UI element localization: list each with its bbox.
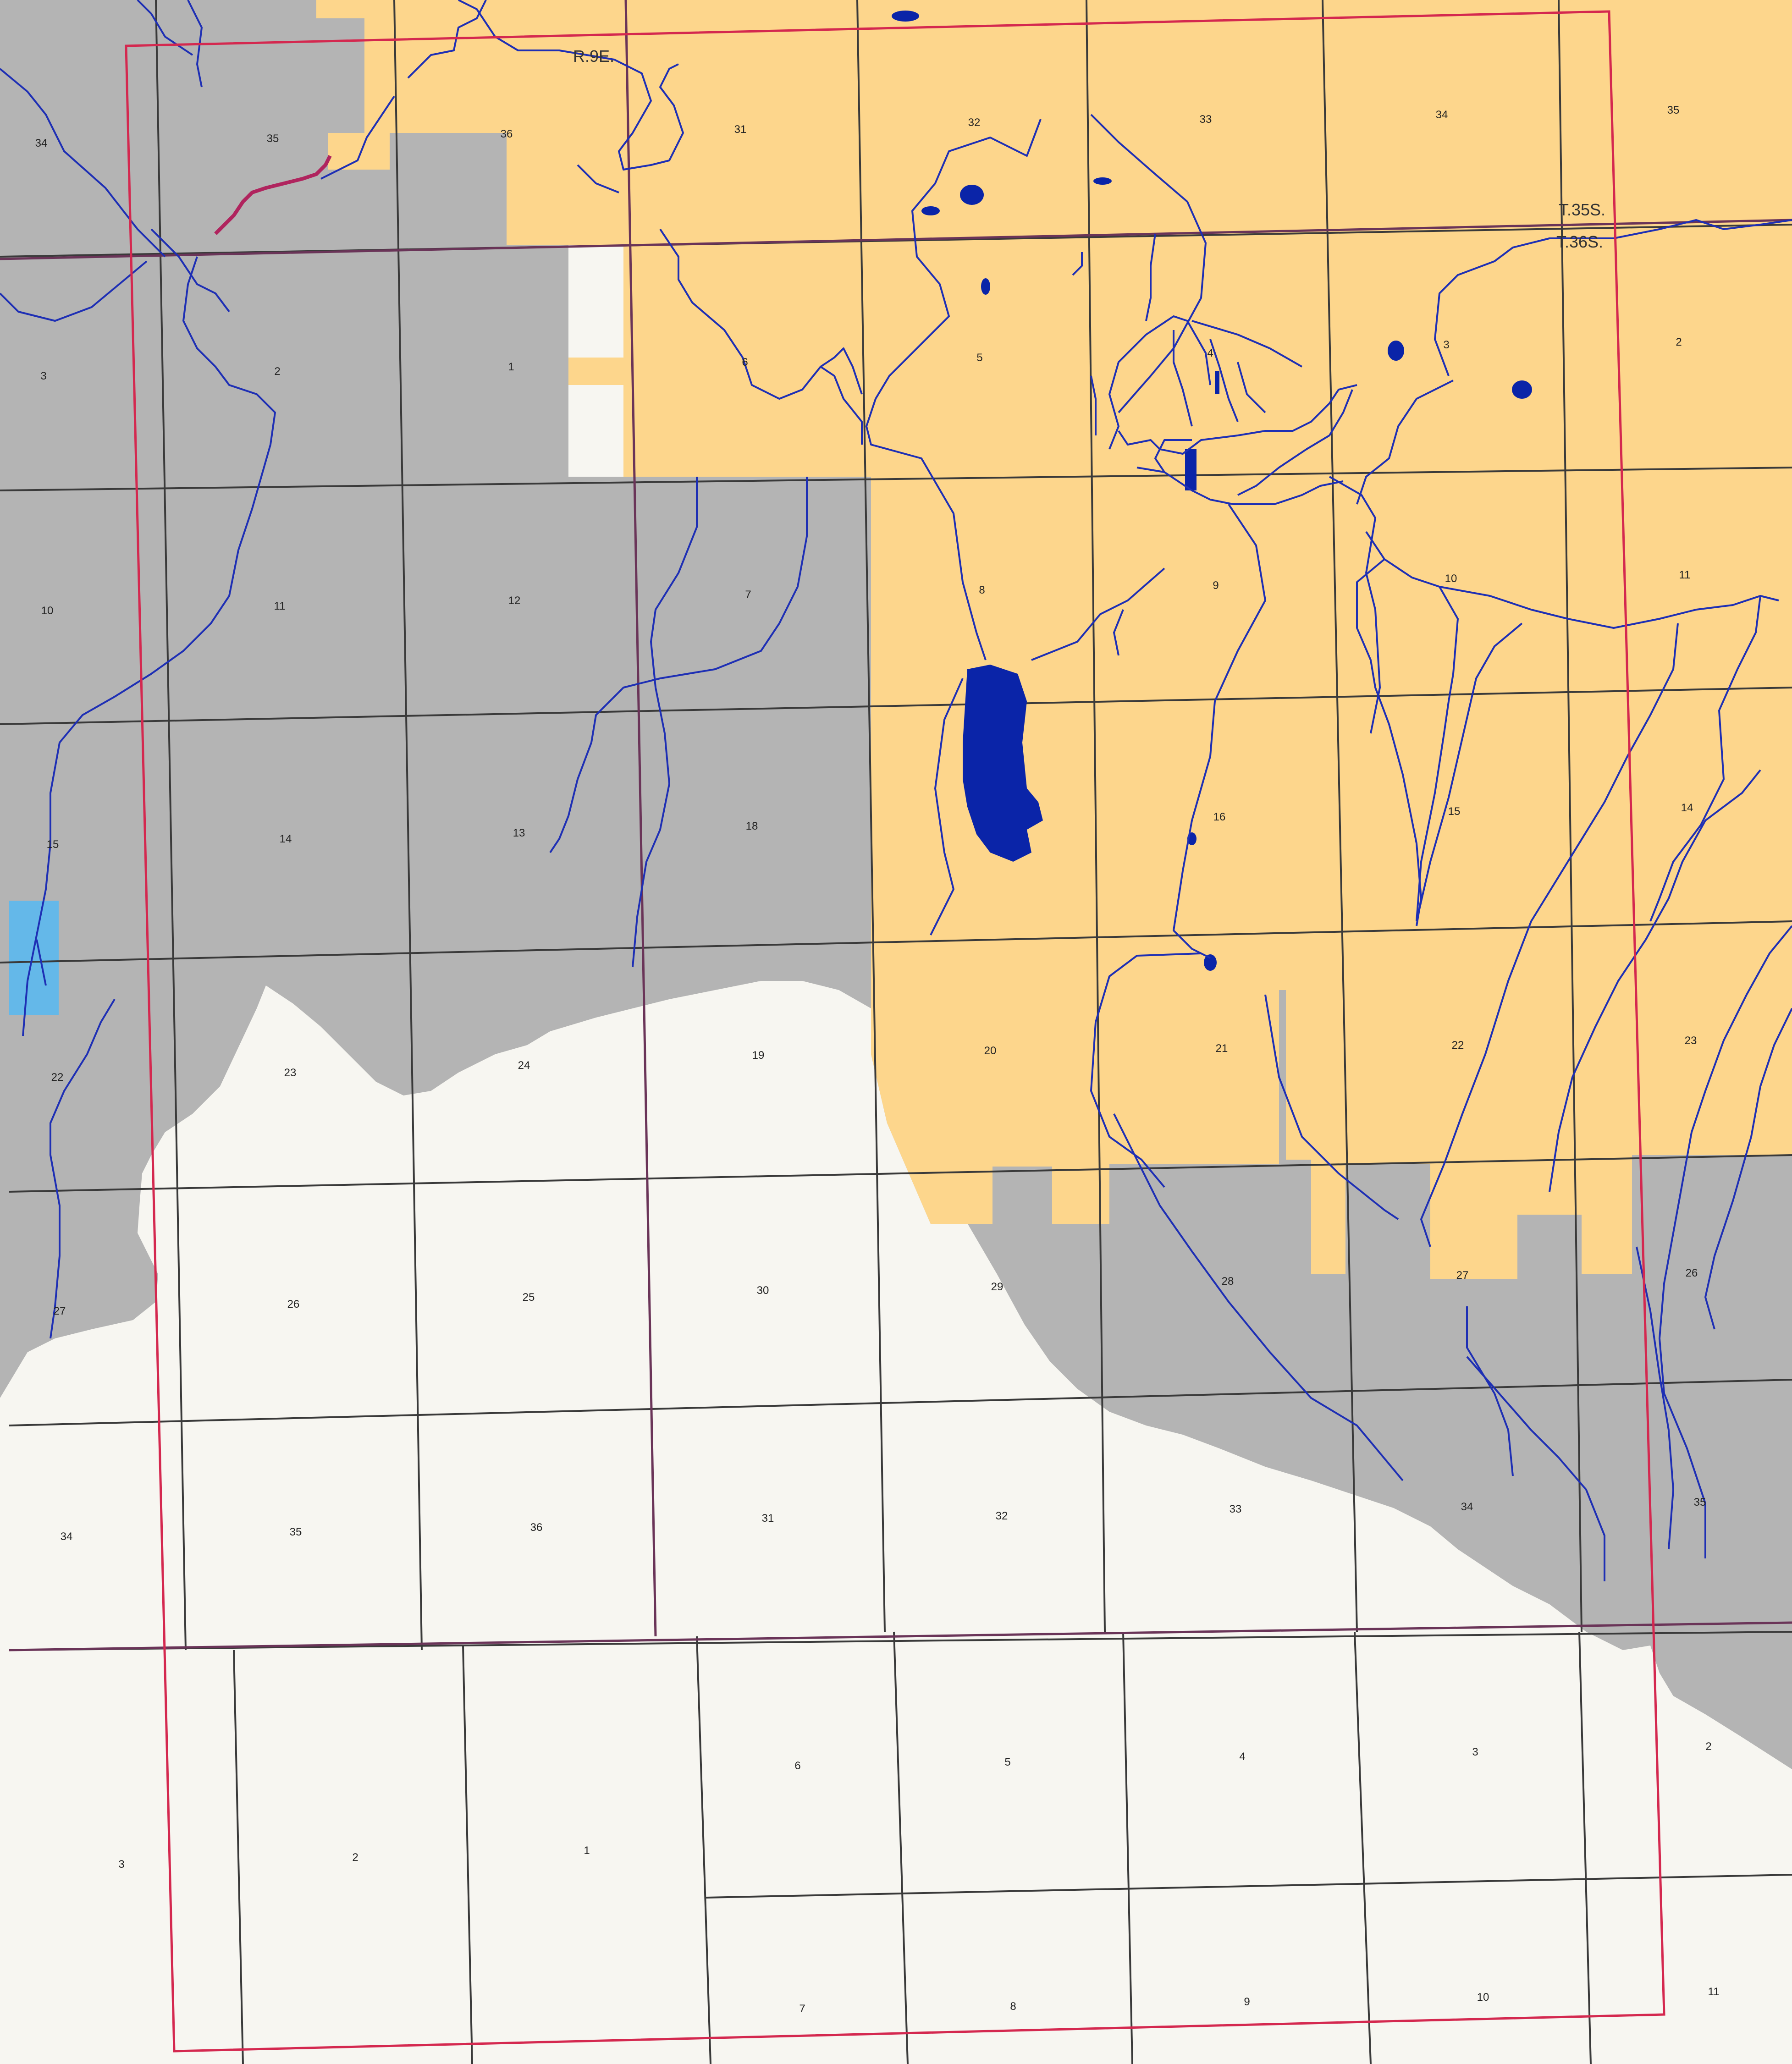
section-label: 11 — [1708, 1986, 1720, 1998]
orange-land-top-west — [316, 18, 507, 170]
section-label: 15 — [47, 838, 59, 851]
section-label: 7 — [745, 589, 751, 601]
section-label: 31 — [762, 1512, 774, 1525]
section-label: 32 — [968, 116, 981, 129]
section-label: 23 — [1685, 1035, 1697, 1047]
highlighted-stream — [214, 155, 332, 235]
section-label: 1 — [508, 361, 514, 373]
township-label-south: T.36S. — [1556, 232, 1603, 251]
section-label: 21 — [1216, 1042, 1228, 1055]
section-label: 35 — [267, 132, 279, 145]
section-label: 34 — [1436, 109, 1448, 121]
pond-9 — [1093, 177, 1112, 185]
section-label: 35 — [290, 1526, 302, 1538]
section-label: 2 — [352, 1851, 358, 1864]
section-label: 22 — [51, 1071, 64, 1084]
section-label: 27 — [1456, 1269, 1469, 1282]
section-label: 2 — [274, 365, 280, 378]
section-label: 30 — [757, 1284, 769, 1297]
water-bodies — [892, 11, 1532, 971]
section-label: 36 — [530, 1521, 543, 1534]
section-label: 27 — [54, 1305, 66, 1317]
streams — [0, 0, 1792, 1581]
section-label: 28 — [1222, 1275, 1234, 1288]
section-label: 35 — [1694, 1496, 1706, 1508]
section-label: 19 — [752, 1049, 765, 1062]
section-label: 23 — [284, 1067, 297, 1079]
section-label: 5 — [1004, 1756, 1010, 1768]
study-area-boundary — [125, 10, 1665, 2053]
section-label: 3 — [40, 370, 46, 382]
section-label: 10 — [1477, 1991, 1489, 2003]
section-label: 31 — [734, 123, 747, 136]
section-label: 33 — [1230, 1503, 1242, 1515]
section-label: 11 — [274, 600, 286, 612]
section-label: 10 — [1445, 572, 1457, 585]
lake-large — [963, 665, 1043, 862]
section-label: 4 — [1207, 347, 1213, 359]
section-label: 15 — [1448, 805, 1461, 818]
section-label: 14 — [280, 833, 292, 845]
pond-11 — [1215, 371, 1219, 394]
township-label-north: T.35S. — [1559, 200, 1605, 219]
section-label: 36 — [501, 128, 513, 140]
section-label: 34 — [61, 1530, 73, 1543]
section-label: 7 — [799, 2003, 805, 2015]
section-label: 14 — [1681, 802, 1693, 814]
section-label: 18 — [746, 820, 758, 832]
section-label: 8 — [1010, 2000, 1016, 2013]
section-label: 22 — [1452, 1039, 1464, 1051]
section-label: 33 — [1200, 113, 1212, 126]
section-label: 24 — [518, 1059, 530, 1072]
section-label: 26 — [287, 1298, 300, 1310]
pond-7 — [921, 206, 940, 215]
blue-parcel — [9, 901, 59, 1015]
section-label: 13 — [513, 827, 525, 839]
section-label: 1 — [584, 1844, 590, 1857]
section-label: 29 — [991, 1281, 1004, 1293]
pond-5 — [892, 11, 919, 22]
pond-3 — [1204, 954, 1217, 971]
section-label: 12 — [508, 594, 521, 607]
section-label: 3 — [1443, 339, 1449, 351]
township-lines — [0, 0, 1792, 1651]
section-label: 20 — [984, 1045, 997, 1057]
section-label: 25 — [523, 1291, 535, 1304]
range-label: R.9E. — [573, 47, 614, 66]
section-label: 4 — [1239, 1750, 1245, 1763]
pond-1 — [1388, 341, 1404, 361]
section-label: 11 — [1679, 569, 1691, 581]
section-labels: 34 35 36 31 32 33 34 35 3 2 1 6 5 4 3 2 … — [35, 104, 1720, 2015]
pond-6 — [960, 185, 984, 205]
section-label: 9 — [1213, 579, 1219, 592]
section-label: 3 — [1472, 1746, 1478, 1758]
section-label: 35 — [1667, 104, 1680, 116]
pond-8 — [981, 278, 990, 295]
section-label: 2 — [1676, 336, 1682, 348]
section-label: 32 — [996, 1510, 1008, 1522]
gray-land-west-band — [0, 477, 871, 1398]
section-label: 9 — [1244, 1996, 1250, 2008]
pond-2 — [1512, 380, 1532, 399]
orange-land-region — [316, 0, 1792, 1279]
section-label: 8 — [979, 584, 985, 596]
section-label: 6 — [742, 356, 748, 369]
gray-land-region — [0, 0, 1792, 1769]
section-label: 6 — [794, 1760, 800, 1772]
pond-10 — [1185, 449, 1197, 490]
section-label: 3 — [118, 1858, 124, 1871]
section-label: 34 — [1461, 1501, 1473, 1513]
section-label: 2 — [1705, 1740, 1711, 1753]
section-label: 34 — [35, 137, 48, 149]
section-label: 5 — [976, 352, 982, 364]
section-label: 16 — [1213, 811, 1226, 823]
section-label: 10 — [41, 605, 54, 617]
section-label: 26 — [1686, 1267, 1698, 1279]
